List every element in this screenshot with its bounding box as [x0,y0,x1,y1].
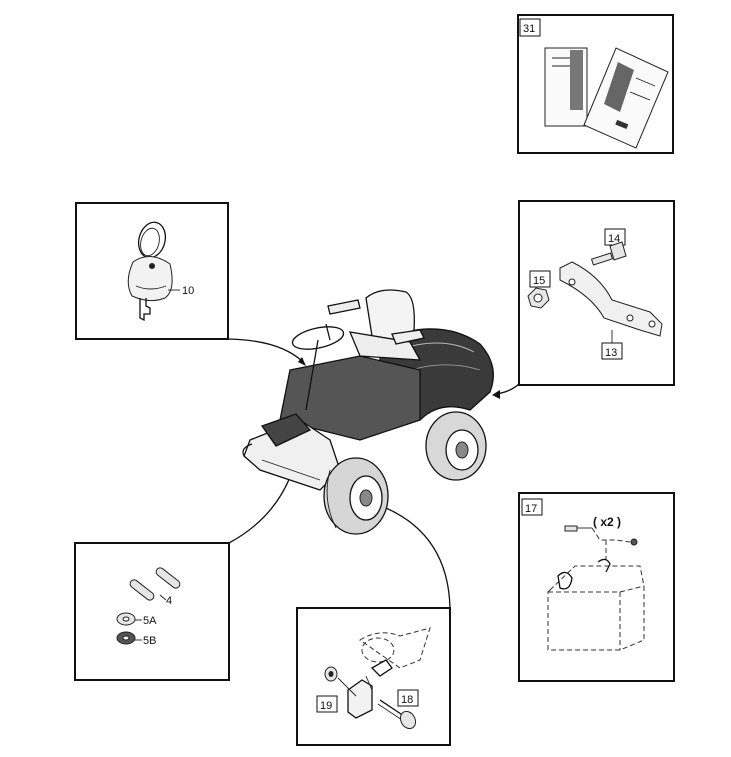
bolt-icon [590,241,627,266]
wheel-bolt-callout: 18 [401,694,413,706]
washer-b-icon [116,631,136,645]
battery-quantity: ( x2 ) [593,515,621,529]
pins-panel: 4 5A 5B [74,542,230,681]
manuals-callout: 31 [523,23,535,35]
battery-terminal-bolt-icon [564,525,638,560]
battery-callout: 17 [525,503,537,515]
washer-a-callout: 5A [143,615,157,627]
spacer-callout: 19 [320,700,332,712]
washer-a-icon [116,612,136,626]
manual-book-icon [544,47,669,149]
wheel-mount-icon [347,627,431,719]
nut-callout: 15 [533,275,545,287]
key-panel: 10 [75,202,229,340]
battery-icon [547,558,645,651]
ignition-key-icon [127,221,173,322]
key-callout: 10 [182,285,194,297]
carriage-bolt-icon [377,699,417,730]
bracket-callout: 13 [605,347,617,359]
bracket-panel: 14 15 13 [518,200,675,386]
pin-icon [129,567,181,601]
bolt-callout: 14 [608,233,620,245]
mounting-bracket-icon [559,261,663,337]
lawn-tractor-illustration [242,289,494,535]
manuals-panel: 31 [517,14,674,154]
spacer-icon [324,666,338,682]
battery-panel: 17 ( x2 ) [518,492,675,682]
nut-icon [527,287,550,309]
wheel-hardware-panel: 19 18 [296,607,451,746]
pin-callout: 4 [166,595,172,607]
washer-b-callout: 5B [143,635,156,647]
